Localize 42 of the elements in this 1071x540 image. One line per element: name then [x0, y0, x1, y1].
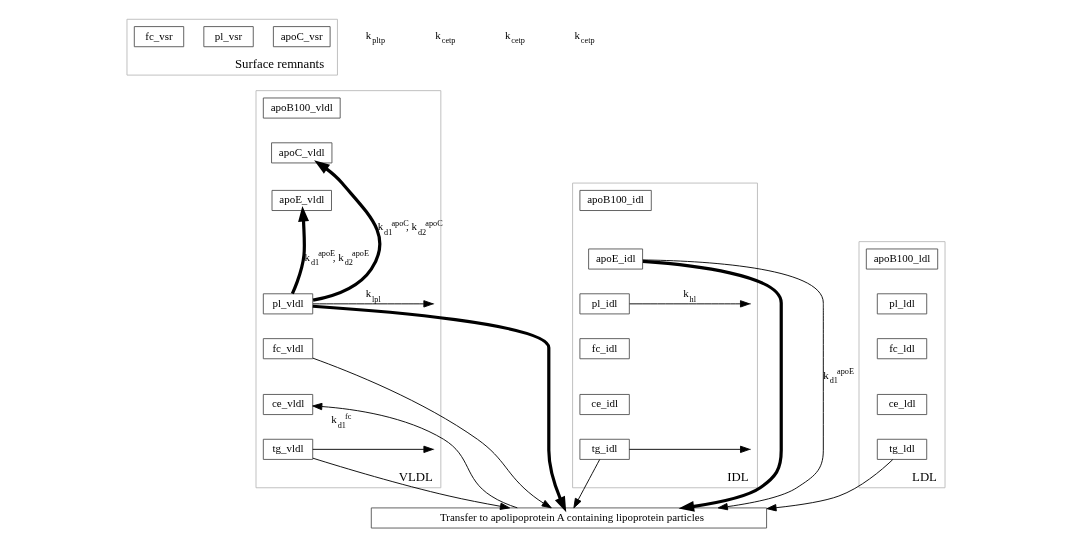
node-box: tg_idl: [578, 438, 630, 460]
node-box: apoB100_vldl: [262, 97, 341, 119]
node-box: pl_idl: [578, 293, 630, 315]
node-box: apoC_vsr: [272, 26, 331, 48]
node-box: pl_vldl: [262, 293, 313, 315]
node-box: fc_vsr: [133, 26, 184, 48]
node-box: pl_ldl: [876, 293, 927, 315]
label: k$_{cetp}$: [573, 28, 595, 46]
arrow: [641, 259, 824, 511]
edge-label: k$_{lpl}$: [365, 287, 381, 304]
node-box: apoE_idl: [587, 248, 643, 270]
arrow: [312, 304, 566, 513]
arrow: [765, 459, 893, 512]
edge-label: k$_{hl}$: [682, 287, 696, 304]
arrow: [572, 459, 600, 509]
arrow: [311, 457, 510, 510]
arrow: [311, 445, 433, 453]
label: k$_{cetp}$: [504, 28, 525, 46]
arrow: [290, 205, 309, 295]
node-box: apoC_vldl: [270, 142, 332, 164]
arrow: [311, 402, 518, 509]
arrow: [311, 357, 552, 509]
node-box: ce_ldl: [876, 394, 927, 416]
node-box: fc_idl: [578, 338, 630, 360]
node-box: tg_ldl: [876, 438, 927, 460]
node-box: apoB100_idl: [578, 189, 652, 211]
node-box: Transfer to apolipoprotein A containing lipoprotein particles: [370, 507, 767, 529]
arrow: [628, 445, 750, 453]
node-box: apoB100_ldl: [865, 248, 938, 270]
arrow: [312, 300, 433, 308]
node-box: fc_ldl: [876, 338, 927, 360]
node-box: pl_vsr: [202, 26, 254, 48]
arrow: [642, 259, 783, 512]
node-box: apoE_vldl: [271, 189, 332, 211]
node-box: ce_idl: [578, 394, 630, 416]
node-box: fc_vldl: [262, 338, 313, 360]
arrow: [312, 160, 381, 302]
label: k$_{cetp}$: [434, 28, 455, 46]
node-box: tg_vldl: [262, 438, 313, 460]
node-box: ce_vldl: [262, 394, 313, 416]
arrow: [628, 300, 750, 308]
label: k$_{pltp}$: [365, 28, 385, 46]
